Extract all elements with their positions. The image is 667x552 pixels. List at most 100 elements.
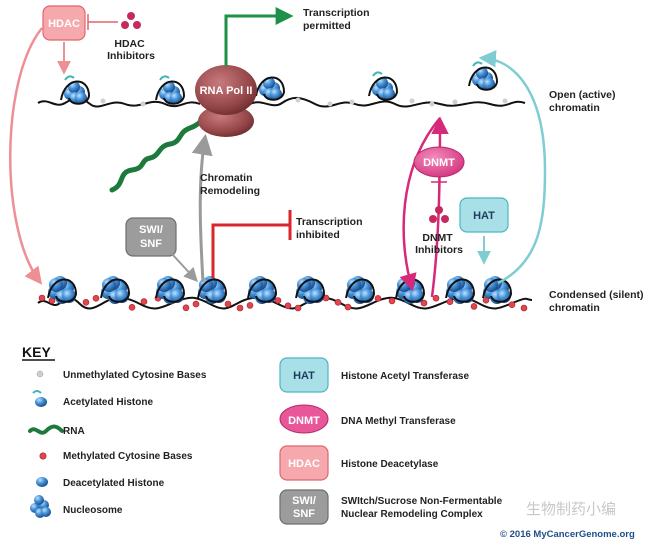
methyl-dot-9 bbox=[224, 300, 232, 308]
key-left-text-5: Nucleosome bbox=[63, 505, 123, 516]
dnmt-inhibitors-label: DNMT Inhibitors bbox=[415, 232, 463, 256]
legend-key: KEY Unmethylated Cytosine BasesAcetylate… bbox=[22, 344, 503, 525]
transcription-permitted-label: Transcription permitted bbox=[303, 7, 372, 32]
key-left-text-1: Acetylated Histone bbox=[63, 397, 153, 408]
condensed-nucleosome-3 bbox=[197, 276, 228, 304]
rna-pol-label: RNA Pol II bbox=[200, 85, 253, 97]
chromatin-remodeling-arrow bbox=[191, 133, 213, 283]
open-nucleosome-1 bbox=[155, 75, 186, 105]
key-right-item-3: SWI/SNF SWItch/Sucrose Non-FermentableNuc… bbox=[279, 489, 503, 525]
methyl-dot-21 bbox=[432, 294, 440, 302]
hdac-inhibitors-label: HDAC Inhibitors bbox=[107, 38, 155, 62]
condensed-nucleosome-8 bbox=[445, 276, 476, 304]
key-right-item-0: HAT Histone Acetyl Transferase bbox=[279, 357, 469, 393]
rna-strand bbox=[109, 109, 215, 193]
methyl-dot-25 bbox=[508, 301, 516, 309]
methyl-dot-20 bbox=[420, 299, 428, 307]
rna-pol-ii: RNA Pol II bbox=[195, 65, 257, 137]
open-chromatin-strand bbox=[37, 96, 526, 108]
svg-text:HAT: HAT bbox=[473, 210, 495, 222]
key-right-item-2: HDAC Histone Deacetylase bbox=[279, 445, 439, 481]
methyl-dot-3 bbox=[92, 294, 100, 302]
key-box-label: SNF bbox=[293, 508, 315, 520]
methyl-dot-7 bbox=[182, 304, 190, 312]
svg-text:SNF: SNF bbox=[140, 238, 162, 250]
methylated-cytosine-icon bbox=[39, 452, 47, 460]
dnmt-methylation-arrow bbox=[399, 117, 441, 292]
svg-text:HDAC: HDAC bbox=[48, 18, 80, 30]
condensed-nucleosome-5 bbox=[295, 276, 326, 304]
condensed-nucleosome-6 bbox=[345, 276, 376, 304]
key-left-text-3: Methylated Cytosine Bases bbox=[63, 451, 193, 462]
key-right-text: SWItch/Sucrose Non-Fermentable bbox=[341, 496, 503, 507]
transcription-inhibited-arrow bbox=[211, 223, 290, 278]
methyl-dot-0 bbox=[38, 294, 46, 302]
nucleosomes bbox=[47, 61, 513, 304]
methyl-dot-26 bbox=[520, 304, 528, 312]
key-right-text: Nuclear Remodeling Complex bbox=[341, 509, 483, 520]
key-right-item-1: DNMT DNA Methyl Transferase bbox=[279, 404, 456, 434]
key-right-text: Histone Deacetylase bbox=[341, 459, 439, 470]
hat-acetylation-arrow bbox=[478, 50, 547, 285]
rna-icon bbox=[28, 424, 64, 435]
methyl-dot-19 bbox=[388, 297, 396, 305]
deacetylated-histone-icon bbox=[36, 477, 48, 487]
methyl-dot-18 bbox=[374, 295, 382, 302]
open-nucleosome-0 bbox=[60, 75, 91, 105]
hdac-box: HDAC bbox=[42, 5, 86, 41]
key-title: KEY bbox=[22, 344, 51, 360]
nucleosome-icon bbox=[30, 495, 51, 518]
condensed-chromatin-label: Condensed (silent) chromatin bbox=[549, 289, 646, 314]
svg-text:DNMT: DNMT bbox=[423, 157, 455, 169]
key-box-label: HDAC bbox=[288, 458, 320, 470]
watermark: 生物制药小编 bbox=[526, 500, 616, 518]
methyl-dot-17 bbox=[344, 303, 352, 311]
hdac-inhibitor-bar bbox=[87, 14, 118, 30]
condensed-nucleosome-2 bbox=[155, 276, 186, 304]
key-box-label: HAT bbox=[293, 370, 315, 382]
open-nucleosome-3 bbox=[368, 71, 399, 101]
open-nucleosome-2 bbox=[255, 76, 286, 101]
key-box-label: DNMT bbox=[288, 415, 320, 427]
acetylated-histone-icon bbox=[32, 390, 47, 407]
svg-text:SWI/: SWI/ bbox=[139, 224, 163, 236]
methyl-dot-12 bbox=[274, 297, 282, 304]
methyl-dot-10 bbox=[236, 304, 244, 312]
key-left-text-2: RNA bbox=[63, 426, 85, 437]
dnmt-inhibitor-bar bbox=[431, 178, 447, 203]
chromatin-remodeling-label: Chromatin Remodeling bbox=[200, 172, 260, 197]
swi-snf-arrow bbox=[171, 253, 198, 283]
methyl-dot-11 bbox=[246, 302, 254, 309]
methyl-dot-22 bbox=[446, 298, 454, 306]
key-box-label: SWI/ bbox=[292, 495, 316, 507]
swi-snf-box: SWI/ SNF bbox=[125, 217, 177, 257]
condensed-nucleosome-0 bbox=[47, 276, 78, 304]
methyl-dot-13 bbox=[284, 302, 292, 310]
condensed-strand-methylated-dots bbox=[38, 294, 528, 312]
open-strand-unmethylated-dots bbox=[100, 97, 508, 107]
hat-box: HAT bbox=[459, 197, 509, 233]
methyl-dot-14 bbox=[294, 304, 302, 312]
key-right-text: DNA Methyl Transferase bbox=[341, 416, 456, 427]
key-right-text: Histone Acetyl Transferase bbox=[341, 371, 469, 382]
condensed-nucleosome-1 bbox=[100, 276, 131, 304]
key-left-text-0: Unmethylated Cytosine Bases bbox=[63, 370, 207, 381]
condensed-nucleosome-4 bbox=[247, 276, 278, 304]
unmethylated-cytosine-icon bbox=[36, 370, 44, 378]
methyl-dot-2 bbox=[82, 298, 90, 306]
transcription-inhibited-label: Transcription inhibited bbox=[296, 216, 365, 241]
hdac-inhibitor-molecules-icon bbox=[121, 12, 141, 29]
methyl-dot-5 bbox=[140, 298, 148, 305]
methyl-dot-8 bbox=[192, 300, 200, 308]
dnmt-oval: DNMT bbox=[413, 146, 465, 178]
transcription-permitted-arrow bbox=[224, 7, 294, 66]
methyl-dot-4 bbox=[128, 303, 136, 311]
copyright: © 2016 MyCancerGenome.org bbox=[500, 529, 635, 540]
methyl-dot-23 bbox=[470, 303, 478, 310]
methyl-dot-16 bbox=[334, 298, 342, 306]
condensed-nucleosome-9 bbox=[482, 276, 513, 304]
open-chromatin-label: Open (active) chromatin bbox=[549, 89, 618, 114]
dnmt-inhibitor-molecules-icon bbox=[429, 206, 449, 223]
key-left-text-4: Deacetylated Histone bbox=[63, 478, 165, 489]
